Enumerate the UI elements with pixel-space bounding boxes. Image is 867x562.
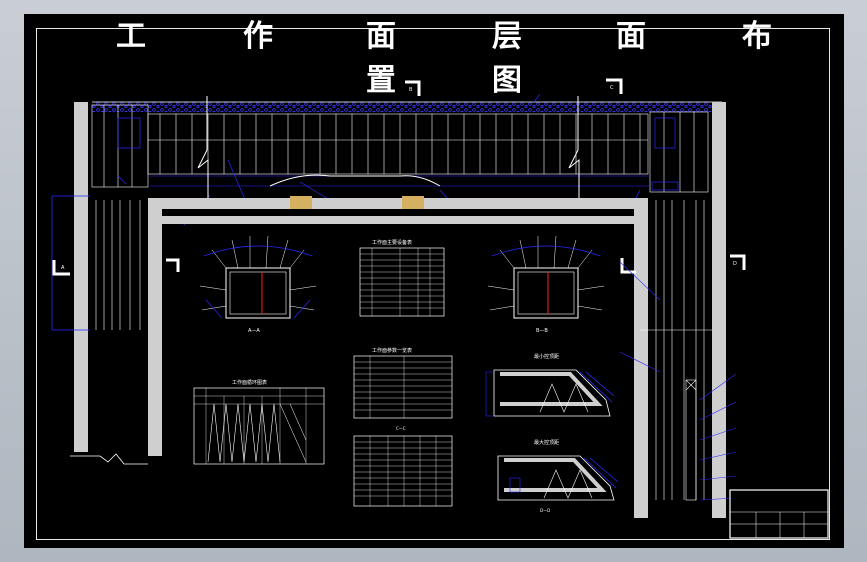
title-char-7: 置 [366, 63, 396, 98]
max-control-section: 最大控顶距 D—D [497, 439, 619, 513]
drawing-border [36, 28, 830, 540]
cycle-chart: 工作面循环图表 [193, 379, 325, 465]
title-char-1: 工 [116, 19, 146, 54]
break-line-left [197, 96, 209, 214]
section-marker-a2 [166, 258, 180, 272]
break-line-right [568, 96, 580, 214]
section-marker-d [620, 258, 636, 274]
marker-label: C [610, 85, 614, 91]
table2-caption: 工作面参数一览表 [372, 347, 412, 354]
hydraulic-supports-row [91, 104, 709, 193]
table3-caption: 工作面循环图表 [232, 379, 267, 386]
roadway-walls [74, 102, 726, 518]
section-marker-c: C [606, 78, 623, 94]
cut-label-a: A—A [248, 328, 260, 334]
section-marker-d2: D [730, 254, 746, 270]
section1-caption: 最小控顶距 [534, 353, 559, 360]
section2-caption: 最大控顶距 [534, 439, 559, 446]
break-line-bottom [70, 453, 148, 465]
parameters-table: 工作面参数一览表 C—C [353, 347, 453, 431]
equipment-table: 工作面主要设备表 [359, 239, 445, 317]
roadway-equipment [95, 200, 712, 501]
roadway-section-b: B—B [487, 235, 605, 334]
marker-label: A [61, 265, 65, 271]
gob-rock-band [92, 102, 722, 112]
cut-label-d: D—D [540, 508, 550, 513]
table1-caption: 工作面主要设备表 [372, 239, 412, 246]
roadway-section-a: A—A [199, 235, 317, 334]
title-char-2: 作 [243, 19, 273, 54]
title-char-4: 层 [492, 19, 522, 54]
dimension-bracket [51, 195, 90, 331]
title-char-3: 面 [366, 19, 396, 54]
title-char-5: 面 [616, 19, 646, 54]
marker-label: B [409, 87, 413, 93]
section-marker-b: B [405, 80, 421, 96]
right-leaders [619, 261, 737, 501]
cut-label-b: B—B [536, 328, 548, 334]
title-block [729, 489, 829, 539]
section-marker-a: A [52, 260, 70, 276]
marker-label: D [733, 261, 737, 267]
min-control-section: 最小控顶距 [485, 353, 615, 417]
cut-label-c: C—C [396, 426, 406, 431]
labor-table [353, 435, 453, 507]
title-char-6: 布 [742, 19, 772, 54]
title-char-8: 图 [492, 63, 522, 98]
